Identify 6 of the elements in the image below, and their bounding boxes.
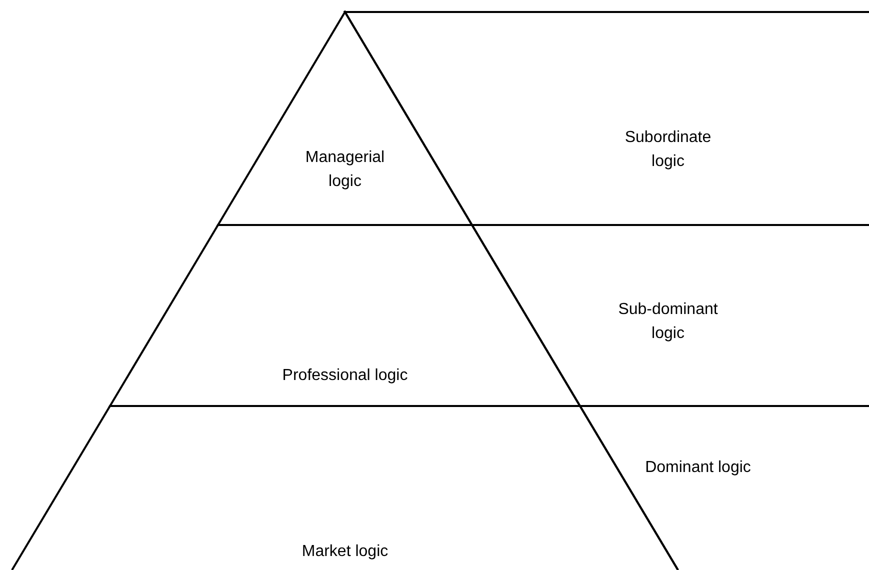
band-label: Subordinate logic <box>624 128 712 172</box>
band-label: Managerial logic <box>304 148 386 192</box>
band-label: Professional logic <box>281 366 409 386</box>
band-label: Sub-dominant logic <box>617 300 719 344</box>
band-label: Market logic <box>300 542 390 562</box>
band-label: Dominant logic <box>644 458 752 478</box>
